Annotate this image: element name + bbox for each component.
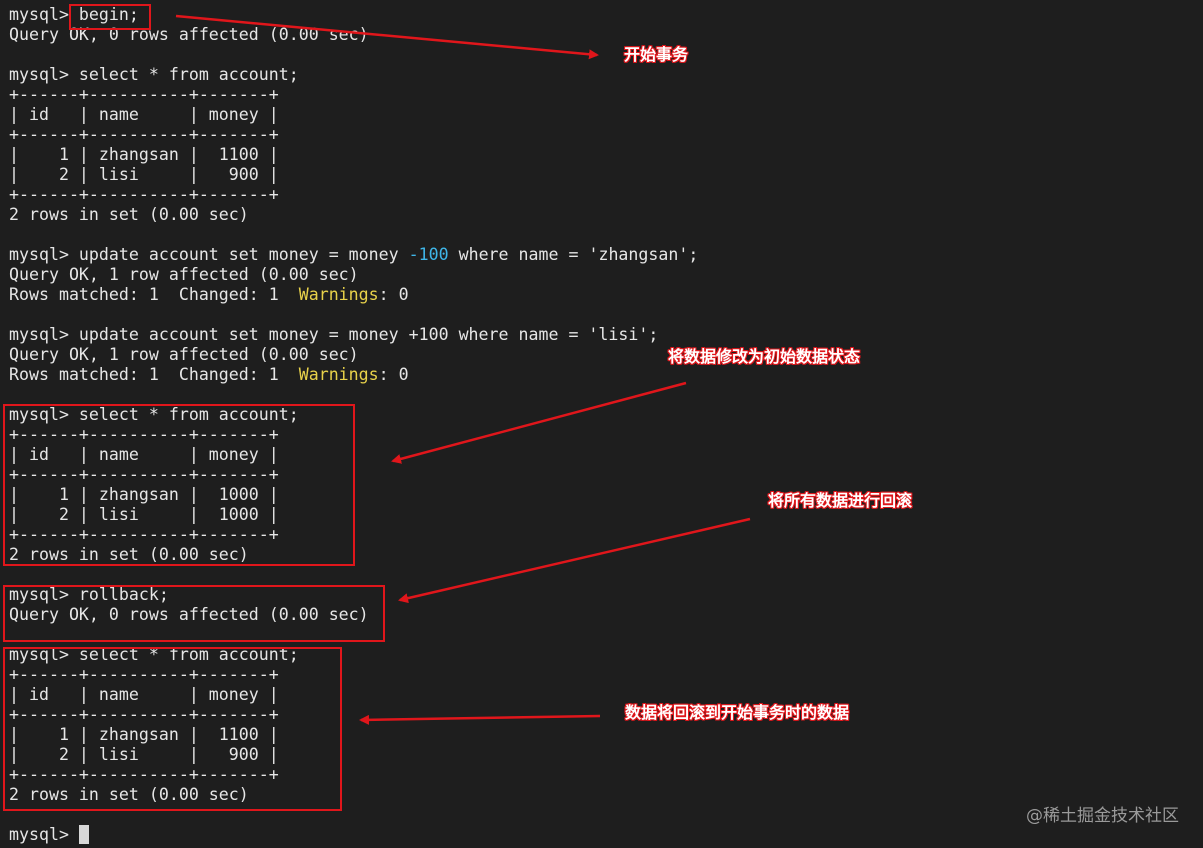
terminal-line: mysql> select * from account; bbox=[9, 65, 299, 84]
highlight-select-after-update bbox=[3, 404, 355, 566]
terminal-segment: Warnings bbox=[298, 285, 379, 304]
highlight-rollback bbox=[3, 585, 385, 642]
terminal-line: Query OK, 1 row affected (0.00 sec) bbox=[9, 265, 359, 284]
terminal-line: | id | name | money | bbox=[9, 445, 279, 464]
highlight-select-after-rollback bbox=[3, 647, 342, 811]
terminal-line: mysql> update account set money = money … bbox=[9, 245, 698, 265]
terminal-line: Query OK, 1 row affected (0.00 sec) bbox=[9, 345, 359, 364]
terminal-line: | 2 | lisi | 900 | bbox=[9, 165, 279, 184]
annotation-restored: 数据将回滚到开始事务时的数据 bbox=[625, 703, 850, 722]
terminal-line: | 2 | lisi | 1000 | bbox=[9, 505, 279, 524]
terminal-line: | 1 | zhangsan | 1100 | bbox=[9, 725, 279, 744]
terminal-line: | id | name | money | bbox=[9, 685, 279, 704]
highlight-begin bbox=[69, 4, 151, 30]
terminal-segment: : 0 bbox=[378, 285, 409, 304]
terminal-segment: where name = 'zhangsan'; bbox=[448, 245, 699, 264]
terminal-line: mysql> rollback; bbox=[9, 585, 169, 604]
terminal-line: 2 rows in set (0.00 sec) bbox=[9, 545, 249, 564]
terminal-line: mysql> bbox=[9, 825, 79, 844]
terminal-cursor bbox=[79, 825, 89, 844]
terminal-line: +------+----------+-------+ bbox=[9, 765, 279, 784]
terminal-line: +------+----------+-------+ bbox=[9, 705, 279, 724]
annotation-modify: 将数据修改为初始数据状态 bbox=[668, 347, 861, 366]
terminal-segment: : 0 bbox=[378, 365, 409, 384]
terminal-line: mysql> select * from account; bbox=[9, 405, 299, 424]
watermark: @稀土掘金技术社区 bbox=[1026, 806, 1179, 826]
terminal-line: | 1 | zhangsan | 1100 | bbox=[9, 145, 279, 164]
terminal-line: +------+----------+-------+ bbox=[9, 125, 279, 144]
terminal-line: Query OK, 0 rows affected (0.00 sec) bbox=[9, 25, 369, 44]
terminal-line: 2 rows in set (0.00 sec) bbox=[9, 785, 249, 804]
terminal-segment: -100 bbox=[408, 245, 449, 264]
terminal-line: +------+----------+-------+ bbox=[9, 525, 279, 544]
terminal-line: +------+----------+-------+ bbox=[9, 425, 279, 444]
annotation-rollback-all: 将所有数据进行回滚 bbox=[768, 491, 913, 510]
terminal-segment: Rows matched: 1 Changed: 1 bbox=[9, 285, 299, 304]
terminal-line: mysql> update account set money = money … bbox=[9, 325, 659, 344]
terminal-segment: Rows matched: 1 Changed: 1 bbox=[9, 365, 299, 384]
terminal-line: Query OK, 0 rows affected (0.00 sec) bbox=[9, 605, 369, 624]
terminal-line: mysql> select * from account; bbox=[9, 645, 299, 664]
terminal-line: Rows matched: 1 Changed: 1 Warnings: 0 bbox=[9, 285, 409, 305]
terminal-line: | id | name | money | bbox=[9, 105, 279, 124]
terminal-line: +------+----------+-------+ bbox=[9, 465, 279, 484]
terminal-line: | 1 | zhangsan | 1000 | bbox=[9, 485, 279, 504]
terminal-line: 2 rows in set (0.00 sec) bbox=[9, 205, 249, 224]
terminal-line: +------+----------+-------+ bbox=[9, 665, 279, 684]
terminal-line: +------+----------+-------+ bbox=[9, 85, 279, 104]
terminal-line: mysql> begin; bbox=[9, 5, 139, 24]
terminal-line: Rows matched: 1 Changed: 1 Warnings: 0 bbox=[9, 365, 409, 385]
terminal-line: | 2 | lisi | 900 | bbox=[9, 745, 279, 764]
annotation-begin: 开始事务 bbox=[624, 45, 689, 64]
terminal-segment: mysql> update account set money = money bbox=[9, 245, 409, 264]
terminal-line: +------+----------+-------+ bbox=[9, 185, 279, 204]
terminal-segment: Warnings bbox=[298, 365, 379, 384]
